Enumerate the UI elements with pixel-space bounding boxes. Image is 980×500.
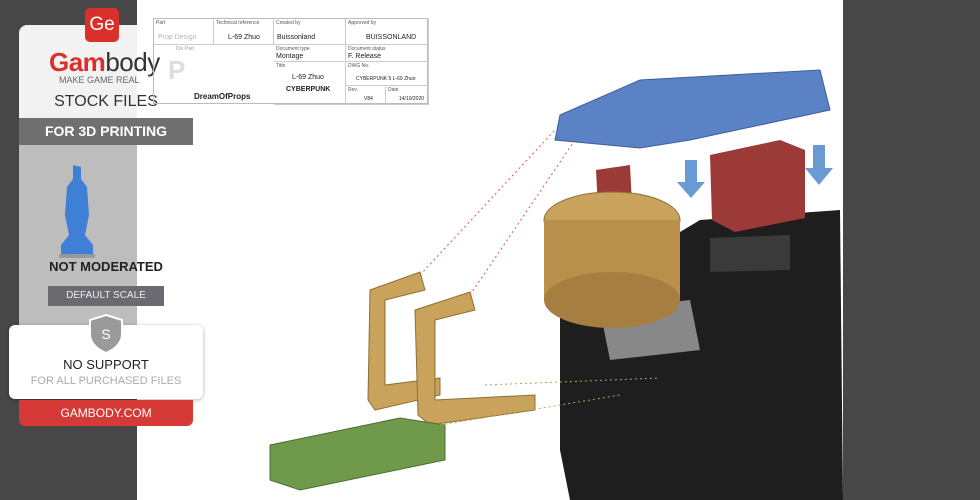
label: Date	[386, 86, 429, 105]
title-block: Part Prop Design Technical reference L-6…	[153, 18, 429, 105]
for-3d-printing-label: FOR 3D PRINTING	[19, 118, 193, 145]
part-sub: Div Part	[176, 46, 194, 52]
approved-value: BUISSONLAND	[366, 34, 417, 41]
green-part	[269, 417, 446, 491]
label: DWG No.	[346, 62, 429, 86]
gambody-logo-icon: Ge	[85, 8, 119, 42]
date-value: 14/10/2020	[399, 96, 425, 102]
brand-dark: body	[105, 47, 160, 77]
title-value-1: L-69 Zhuo	[292, 74, 324, 81]
label: Title	[274, 62, 346, 105]
gold-bracket-2	[414, 291, 536, 426]
company-name: DreamOfProps	[194, 92, 251, 101]
guide-line	[439, 394, 621, 426]
label: Part	[154, 19, 214, 45]
part-value: Prop Design	[158, 34, 197, 41]
no-support-label: NO SUPPORT	[63, 357, 149, 372]
shield-icon: S	[89, 314, 123, 354]
doctype-value: Montage	[276, 53, 304, 60]
shield-letter: S	[101, 326, 110, 342]
tech-ref-value: L-69 Zhuo	[228, 34, 260, 41]
guide-line	[419, 129, 556, 276]
tagline: MAKE GAME REAL	[59, 75, 140, 85]
brand-name: Gambody	[49, 47, 160, 78]
default-scale-label: DEFAULT SCALE	[48, 286, 164, 306]
figurine-icon	[59, 165, 95, 258]
housing-window	[710, 235, 790, 272]
label: Rev.	[346, 86, 386, 105]
arrow-down-2	[805, 145, 833, 185]
rev-value: V84	[364, 96, 373, 102]
label: Document status	[346, 45, 429, 62]
guide-line	[484, 377, 661, 386]
guide-line	[469, 139, 576, 296]
label: Technical reference	[214, 19, 274, 45]
red-large-cube	[710, 140, 805, 232]
label: Approved by	[346, 19, 429, 45]
brand-red: Gam	[49, 47, 106, 77]
arrow-down-1	[677, 160, 705, 198]
dwg-value: CYBERPUNK 5 L-69 Zhuo	[356, 76, 416, 82]
purchased-files-label: FOR ALL PURCHASED FILES	[30, 375, 182, 387]
not-moderated-label: NOT MODERATED	[49, 259, 163, 274]
label: Created by	[274, 19, 346, 45]
label: Document type	[274, 45, 346, 62]
title-value-2: CYBERPUNK	[286, 86, 331, 93]
gold-cylinder-bottom	[544, 272, 680, 328]
created-value: Buissonland	[277, 34, 316, 41]
docstatus-value: F. Release	[348, 53, 382, 60]
gambody-link[interactable]: GAMBODY.COM	[19, 400, 193, 426]
stock-files-label: STOCK FILES	[54, 93, 158, 110]
watermark-logo: P	[168, 55, 186, 85]
gambody-badge: Ge Gambody MAKE GAME REAL STOCK FILES FO…	[9, 8, 203, 426]
blue-part	[554, 69, 831, 149]
